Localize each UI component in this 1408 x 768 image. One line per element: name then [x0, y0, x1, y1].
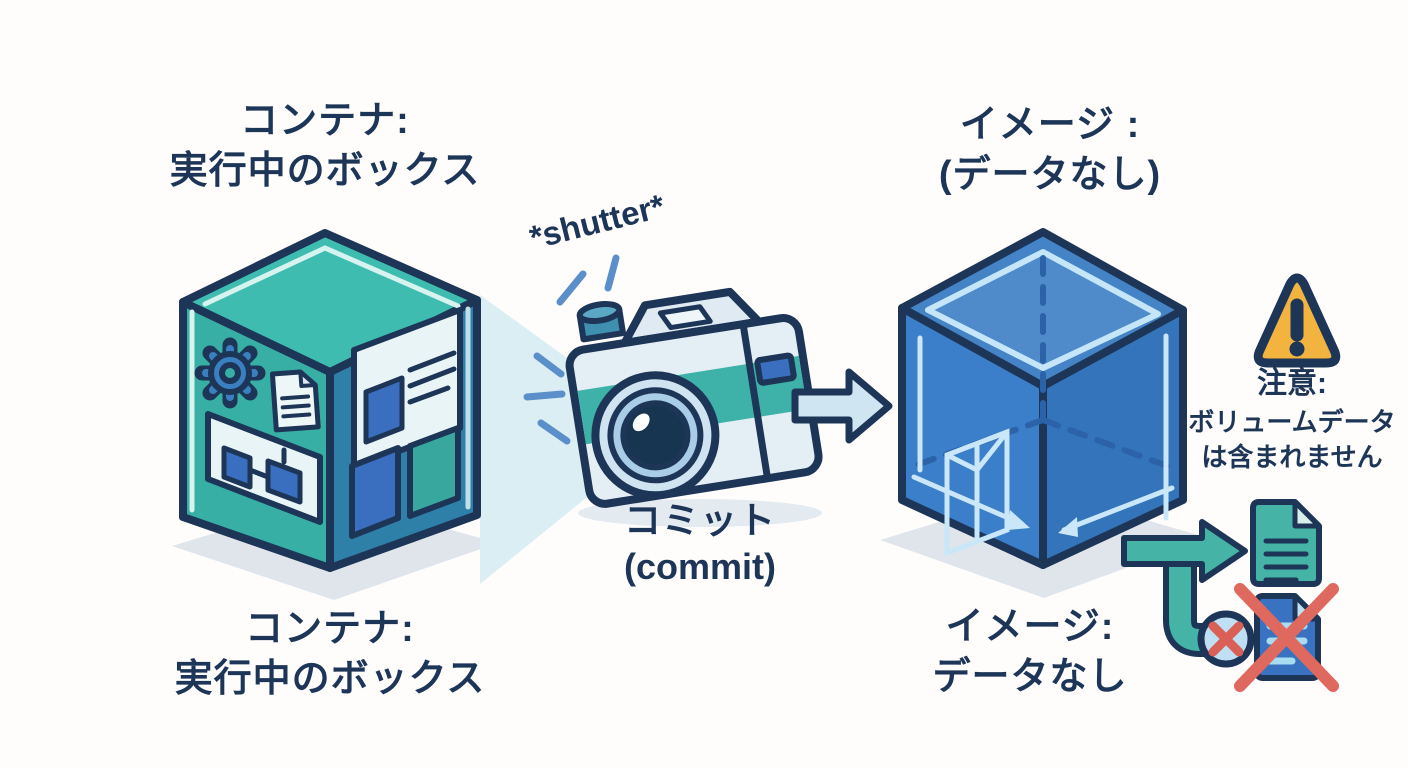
flash-sparkles-icon: [523, 254, 620, 445]
commit-label-en: (commit): [624, 546, 776, 588]
container-label-bottom: コンテナ: 実行中のボックス: [100, 604, 560, 704]
image-title-top-line2: (データなし): [938, 154, 1162, 197]
wireframe-box-icon: [911, 333, 1175, 557]
excluded-file-icon: [1234, 583, 1339, 692]
image-label-bottom-line2: データなし: [932, 656, 1128, 699]
camera-shadow: [578, 499, 822, 527]
container-label-bottom-line2: 実行中のボックス: [174, 658, 486, 701]
note-line2: は含まれません: [1201, 441, 1383, 472]
included-file-icon: [1250, 499, 1322, 587]
arrow-right-icon: [791, 368, 893, 444]
warning-triangle-icon: [1253, 273, 1341, 368]
container-label-bottom-line1: コンテナ:: [245, 608, 415, 650]
document-icon: [269, 369, 321, 433]
node-panel-icon: [205, 411, 323, 525]
gear-icon: [194, 337, 266, 409]
commit-label-jp: コミット: [624, 500, 776, 541]
light-beam: [480, 295, 618, 584]
container-title-top: コンテナ: 実行中のボックス: [95, 96, 555, 196]
image-label-bottom: イメージ: データなし: [890, 602, 1170, 702]
volume-warning-note: 注意: ボリュームデータ は含まれません: [1176, 364, 1408, 475]
app-panel-icons: [349, 307, 463, 539]
red-cross-icon: [1234, 583, 1339, 692]
note-heading: 注意:: [1257, 367, 1327, 400]
image-label-bottom-line1: イメージ:: [945, 606, 1115, 648]
image-title-top: イメージ : (データなし): [870, 100, 1230, 200]
commit-label: コミット (commit): [550, 498, 850, 589]
container-title-top-line2: 実行中のボックス: [169, 150, 481, 193]
image-title-top-line1: イメージ :: [959, 104, 1141, 146]
camera-icon: [565, 287, 823, 508]
image-cube-icon: [898, 228, 1187, 569]
crossed-circle-icon: [1197, 610, 1255, 668]
container-title-top-line1: コンテナ:: [240, 100, 410, 142]
container-cube-icon: [179, 229, 481, 572]
note-line1: ボリュームデータ: [1188, 406, 1396, 437]
